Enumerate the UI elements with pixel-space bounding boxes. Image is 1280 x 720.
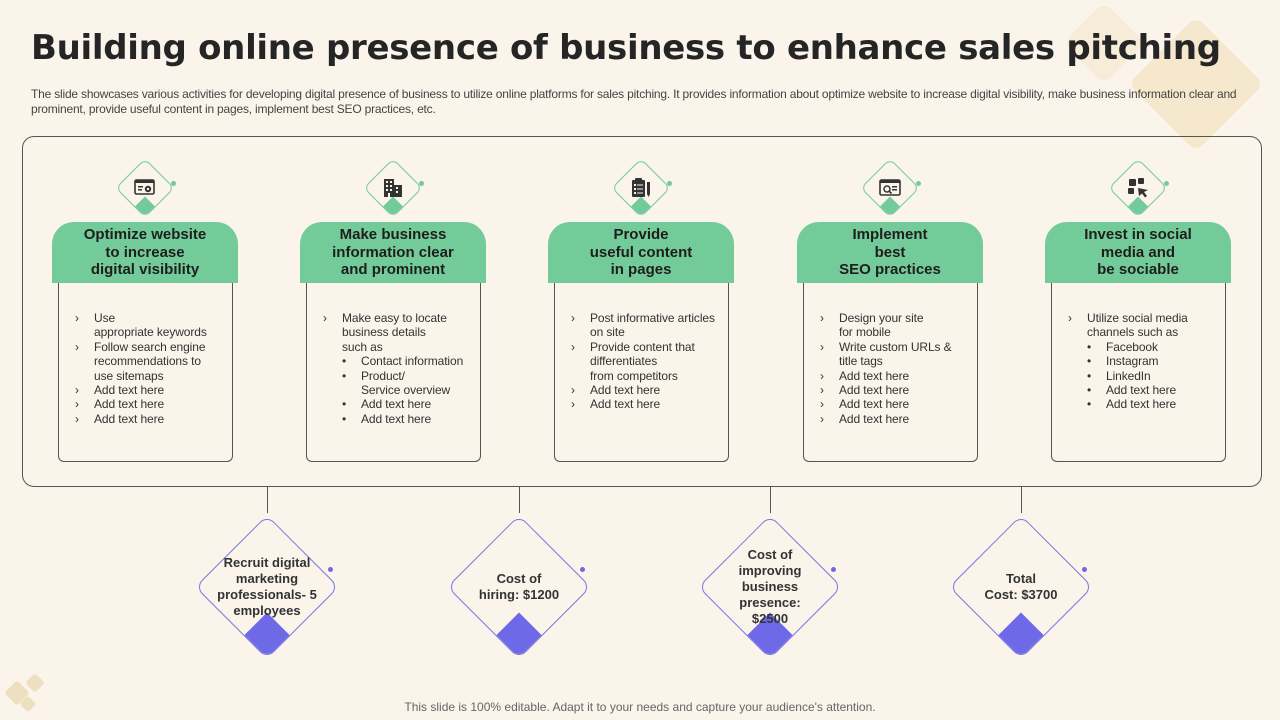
cost-text: Total Cost: $3700 <box>984 571 1058 602</box>
icon-dot <box>419 181 424 186</box>
bullet-item: Utilize social media channels such as <box>1068 311 1219 340</box>
cost-item-1: Recruit digital marketing professionals-… <box>194 514 340 660</box>
cost-text: Cost of hiring: $1200 <box>478 571 560 602</box>
cost-dot <box>1082 567 1087 572</box>
connector-line-4 <box>1021 487 1022 513</box>
activity-card: Make easy to locate business details suc… <box>306 283 481 462</box>
icon-dot <box>1164 181 1169 186</box>
activity-heading: Invest in social media and be sociable <box>1045 222 1231 283</box>
activity-column-3: Provide useful content in pages Post inf… <box>548 158 734 462</box>
bullet-item: Add text here <box>1068 383 1219 398</box>
activity-column-5: Invest in social media and be sociable U… <box>1045 158 1231 462</box>
bullet-item: Add text here <box>820 383 971 398</box>
icon-dot <box>171 181 176 186</box>
cost-item-4: Total Cost: $3700 <box>948 514 1094 660</box>
bullet-item: Add text here <box>75 412 226 427</box>
page-subtitle: The slide showcases various activities f… <box>31 87 1237 116</box>
bullet-item: Facebook <box>1068 340 1219 355</box>
bullet-item: Use appropriate keywords <box>75 311 226 340</box>
bullet-item: Add text here <box>1068 397 1219 412</box>
cost-text: Cost of improving business presence: $25… <box>738 547 802 626</box>
icon-dot <box>916 181 921 186</box>
cost-text: Recruit digital marketing professionals-… <box>217 555 317 618</box>
cost-dot <box>580 567 585 572</box>
bullet-item: Provide content that differentiates from… <box>571 340 722 383</box>
cost-dot <box>328 567 333 572</box>
activity-column-4: Implement best SEO practices Design your… <box>797 158 983 462</box>
connector-line-1 <box>267 487 268 513</box>
bullet-item: Product/ Service overview <box>323 369 474 398</box>
bullet-item: Add text here <box>75 397 226 412</box>
bullet-item: Add text here <box>571 397 722 412</box>
activity-column-2: Make business information clear and prom… <box>300 158 486 462</box>
bullet-item: Add text here <box>571 383 722 398</box>
activity-column-1: Optimize website to increase digital vis… <box>52 158 238 462</box>
bullet-item: Instagram <box>1068 354 1219 369</box>
cost-dot <box>831 567 836 572</box>
bullet-item: Contact information <box>323 354 474 369</box>
bullet-item: Add text here <box>323 412 474 427</box>
bullet-item: LinkedIn <box>1068 369 1219 384</box>
activity-card: Design your site for mobileWrite custom … <box>803 283 978 462</box>
decor-diamond-small-2 <box>25 673 45 693</box>
social-media-icon <box>1128 178 1148 198</box>
activity-card: Utilize social media channels such asFac… <box>1051 283 1226 462</box>
activity-heading: Optimize website to increase digital vis… <box>52 222 238 283</box>
bullet-item: Add text here <box>820 369 971 384</box>
clipboard-pen-icon <box>632 178 650 197</box>
cost-item-3: Cost of improving business presence: $25… <box>697 514 843 660</box>
icon-dot <box>667 181 672 186</box>
connector-line-2 <box>519 487 520 513</box>
bullet-item: Add text here <box>323 397 474 412</box>
seo-browser-icon <box>879 179 901 196</box>
bullet-item: Add text here <box>75 383 226 398</box>
bullet-item: Post informative articles on site <box>571 311 722 340</box>
page-title: Building online presence of business to … <box>31 28 1221 68</box>
bullet-item: Add text here <box>820 397 971 412</box>
activity-card: Post informative articles on siteProvide… <box>554 283 729 462</box>
activity-heading: Provide useful content in pages <box>548 222 734 283</box>
activities-frame <box>22 136 1262 487</box>
footer-note: This slide is 100% editable. Adapt it to… <box>404 700 876 714</box>
activity-card: Use appropriate keywordsFollow search en… <box>58 283 233 462</box>
building-icon <box>384 179 402 197</box>
bullet-item: Follow search engine recommendations to … <box>75 340 226 383</box>
cost-item-2: Cost of hiring: $1200 <box>446 514 592 660</box>
connector-line-3 <box>770 487 771 513</box>
bullet-item: Make easy to locate business details suc… <box>323 311 474 354</box>
bullet-item: Write custom URLs & title tags <box>820 340 971 369</box>
activity-heading: Make business information clear and prom… <box>300 222 486 283</box>
activity-heading: Implement best SEO practices <box>797 222 983 283</box>
bullet-item: Design your site for mobile <box>820 311 971 340</box>
website-settings-icon <box>134 179 155 195</box>
bullet-item: Add text here <box>820 412 971 427</box>
